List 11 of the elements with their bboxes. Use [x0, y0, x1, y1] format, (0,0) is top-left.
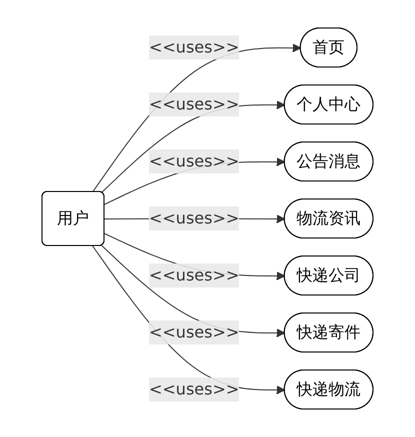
arrow — [92, 246, 286, 394]
arrow — [101, 245, 286, 338]
edge-label: <<uses>> — [148, 208, 240, 228]
edge-label: <<uses>> — [148, 265, 240, 284]
arrow — [92, 44, 302, 192]
edge-label: <<uses>> — [148, 322, 240, 342]
edge-label: <<uses>> — [148, 379, 240, 398]
edge-label: <<uses>> — [148, 38, 240, 56]
edge-label: <<uses>> — [148, 94, 240, 114]
edge-label: <<uses>> — [148, 151, 240, 170]
arrow — [101, 100, 286, 193]
